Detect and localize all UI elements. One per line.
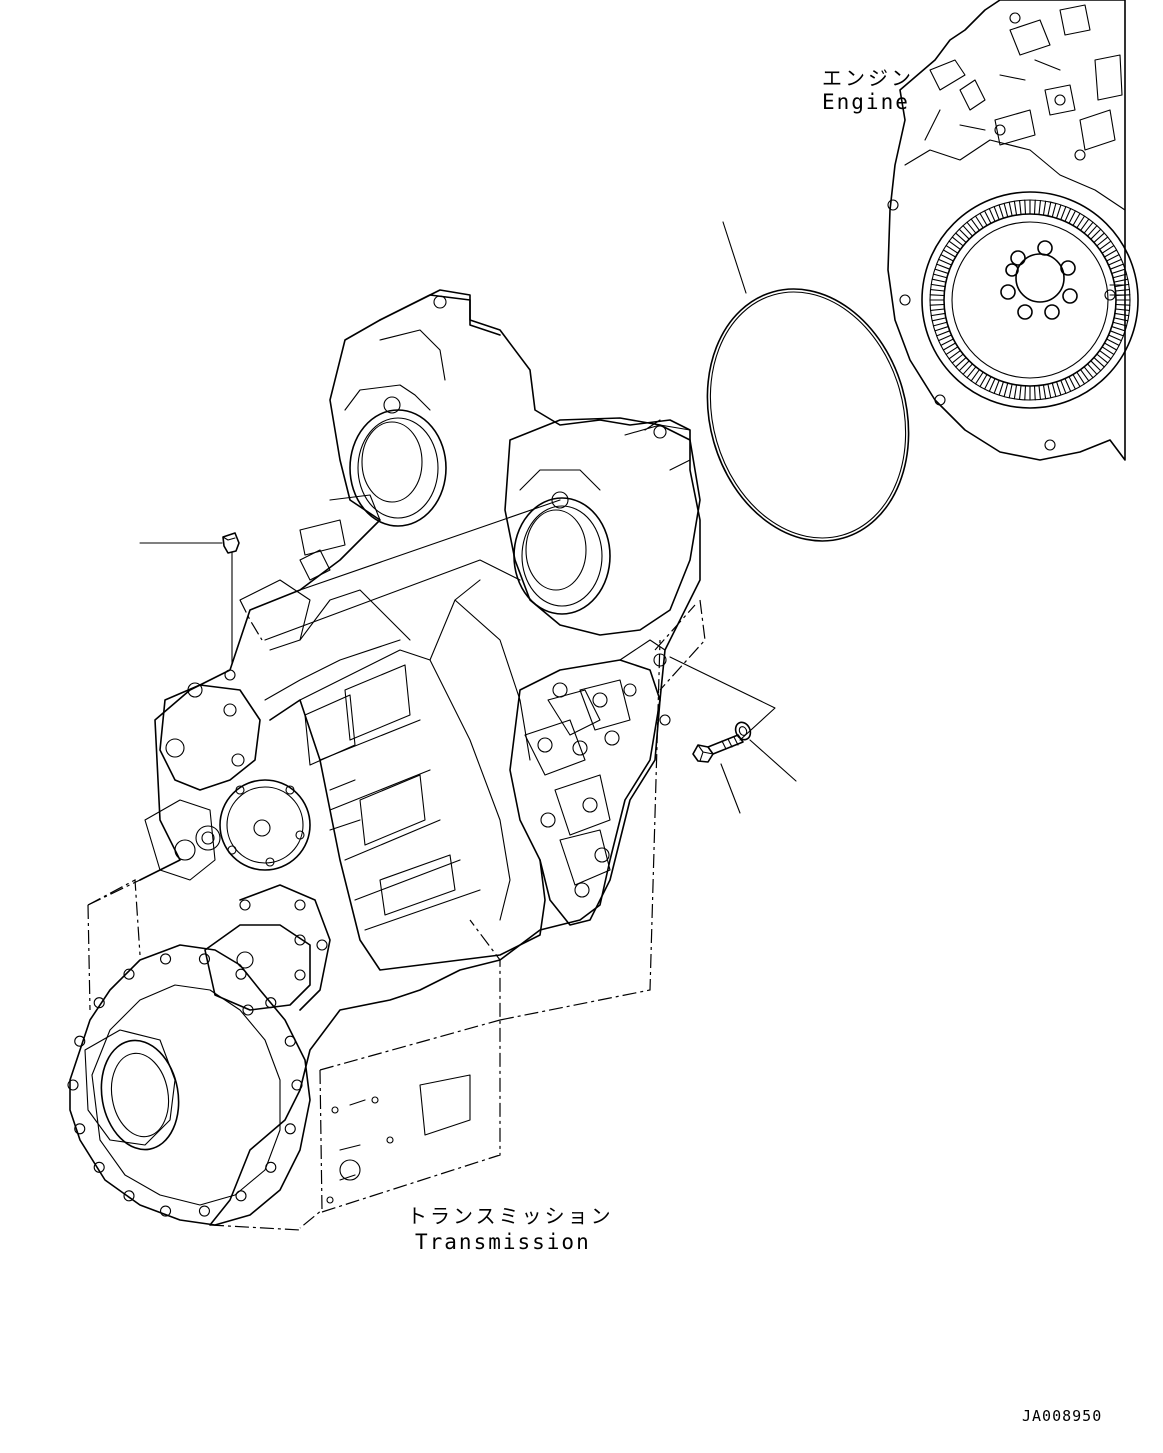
- o-ring-icon: [706, 288, 910, 542]
- assembly-guide-line: [669, 656, 776, 741]
- plug-icon: [222, 532, 240, 554]
- o-ring-leader-line: [722, 221, 747, 294]
- bolt-icon: [692, 734, 744, 763]
- bolt-leader-line: [720, 763, 741, 814]
- drawing-code: JA008950: [1022, 1407, 1103, 1425]
- transmission-label-en: Transmission: [415, 1230, 591, 1254]
- engine-label-ja: エンジン: [822, 66, 914, 90]
- engine-label-en: Engine: [822, 90, 910, 114]
- engine-illustration: [887, 0, 1139, 461]
- transmission-label-ja: トランスミッション: [407, 1204, 614, 1228]
- washer-leader-line: [749, 739, 797, 782]
- transmission-illustration: [67, 289, 706, 1231]
